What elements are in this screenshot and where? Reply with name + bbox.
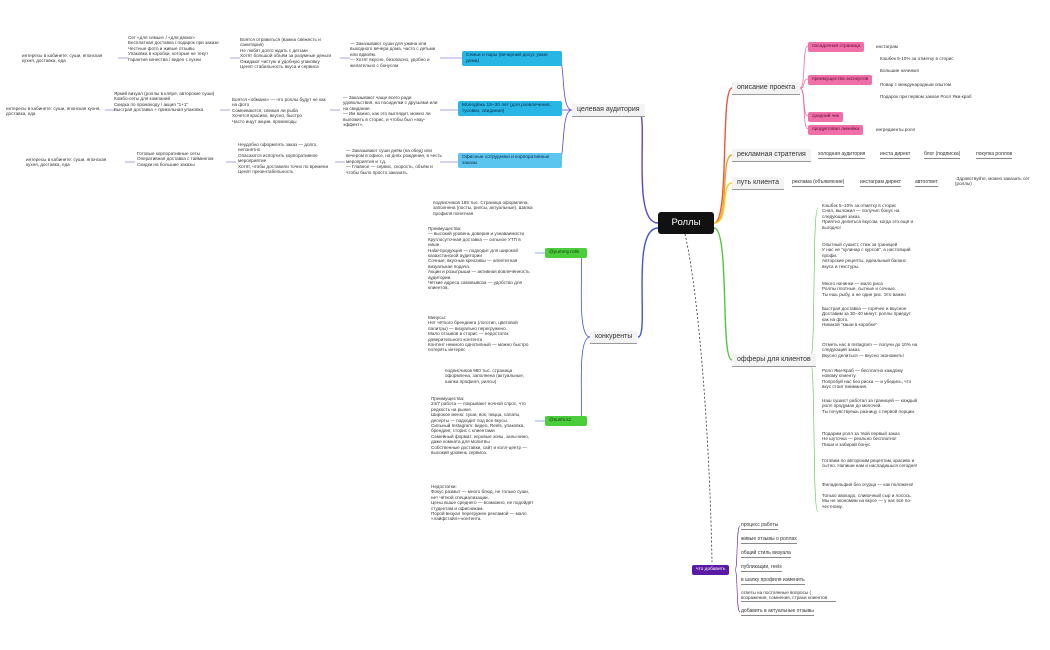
competitor-box-yummy[interactable]: @yummy.rolls bbox=[545, 248, 587, 258]
competitor-sushi-cons: Недостатки: Фокус размыт — много блюд, н… bbox=[431, 484, 534, 522]
path-step-1: реклама (объявление) bbox=[792, 179, 845, 187]
project-tag-landing[interactable]: посадочная страница bbox=[808, 42, 865, 52]
todo-item-7: добавить в актуальные отзывы bbox=[741, 608, 814, 616]
audience-families-behavior: — Заказывают суши для ужина или выходног… bbox=[350, 41, 436, 68]
audience-box-youth[interactable]: Молодёжь 18–30 лет (для развлечения, тус… bbox=[458, 101, 562, 117]
audience-office-needs: Готовые корпоративные сеты Оперативная д… bbox=[137, 151, 214, 167]
offer-item-9: Готовим по авторским рецептам, красиво и… bbox=[822, 458, 918, 469]
project-advantage-1: Кэшбек 5-10% за отметку в сторис bbox=[880, 56, 954, 61]
ads-step-4: покупка роллов bbox=[976, 151, 1013, 159]
audience-box-families[interactable]: Семьи и пары (вечерний досуг, ужин дома) bbox=[462, 51, 562, 67]
audience-office-interests: интересы в кабинете: суши, японская кухн… bbox=[26, 157, 107, 168]
path-step-4: -Здравствуйте, можно заказать сет (роллы… bbox=[955, 176, 1030, 187]
competitor-yummy-cons: Минусы: Нет чёткого брендинга (логотип, … bbox=[428, 315, 529, 353]
root-node[interactable]: Роллы bbox=[658, 212, 714, 234]
todo-item-3: общий стиль визуала bbox=[741, 550, 791, 558]
audience-office-fears: Неудобно оформлять заказ — долго, непоня… bbox=[238, 142, 329, 175]
path-step-2: инстаграм директ bbox=[860, 179, 902, 187]
competitor-yummy-stats: подписчиков 165 тыс. Страница оформлена,… bbox=[433, 200, 533, 216]
todo-item-2: живые отзывы о роллах bbox=[741, 536, 797, 544]
project-product-line-value: ингредиенты ролл bbox=[876, 127, 916, 132]
audience-youth-interests: интересы в кабинете: суши, японская кухн… bbox=[6, 106, 101, 117]
audience-families-interests: интересы в кабинете: суши, японская кухн… bbox=[22, 53, 103, 64]
competitor-sushi-stats: подписчиков 960 тыс. страница оформлена,… bbox=[445, 368, 525, 384]
audience-youth-fears: Боятся «обмана» — что роллы будут не как… bbox=[232, 97, 326, 124]
offer-item-4: Быстрая доставка — горячее и вкусное Дос… bbox=[822, 306, 911, 328]
path-step-3: автоответ bbox=[915, 179, 938, 187]
offer-item-8: Подарим ролл за твой первый заказ Не шут… bbox=[822, 431, 900, 447]
branch-audience[interactable]: целевая аудитория bbox=[572, 104, 645, 117]
branch-path[interactable]: путь клиента bbox=[732, 177, 785, 190]
branch-project[interactable]: описание проекта bbox=[732, 82, 801, 95]
audience-youth-behavior: — Заказывают чаще всего ради удовольстви… bbox=[343, 95, 438, 128]
branch-todo[interactable]: что добавить bbox=[692, 565, 730, 575]
ads-step-3: блог (подписка) bbox=[924, 151, 961, 159]
todo-item-1: процесс работы bbox=[741, 522, 779, 530]
offer-item-2: Опытный сушист, стаж за границей У нас н… bbox=[822, 242, 911, 269]
audience-families-needs: Сет «для семьи» / «для двоих» Бесплатная… bbox=[128, 35, 219, 62]
project-advantage-2: Большие начинки! bbox=[880, 68, 919, 73]
offer-item-5: Отметь нас в Instagram — получи до 10% н… bbox=[822, 342, 918, 358]
competitor-box-sushi[interactable]: @sushi.kz bbox=[545, 416, 587, 426]
audience-office-behavior: — Заказывают суши днём (на обед) или веч… bbox=[346, 148, 442, 175]
offer-item-7: Наш сушист работал за границей — каждый … bbox=[822, 398, 918, 414]
project-advantage-3: Повар с международным опытом bbox=[880, 82, 952, 87]
project-tag-avg-check[interactable]: средний чек bbox=[808, 112, 844, 122]
offer-item-6: Ролл Яки-Краб — бесплатно каждому новому… bbox=[822, 368, 912, 390]
project-tag-product-line[interactable]: продуктовая линейка bbox=[808, 125, 864, 135]
branch-ads[interactable]: рекламная стратегия bbox=[732, 149, 811, 162]
audience-box-office[interactable]: Офисные сотрудники и корпоративные заказ… bbox=[458, 153, 562, 169]
project-advantage-4: Подарок при первом заказе Ролл Яки-краб bbox=[880, 94, 972, 99]
ads-step-1: холодная аудитория bbox=[818, 151, 866, 159]
branch-offers[interactable]: офферы для клиентов bbox=[732, 354, 816, 367]
offer-item-3: Много начинки — мало риса Роллы плотные,… bbox=[822, 281, 906, 297]
offer-item-11: Только авокадо, сливочный сыр и лосось. … bbox=[822, 493, 912, 509]
branch-competitors[interactable]: конкуренты bbox=[590, 331, 638, 344]
competitor-yummy-pros: Преимущества: — высокий уровень доверия … bbox=[428, 226, 530, 291]
audience-youth-needs: Яркий визуал (роллы в кляре, авторские с… bbox=[114, 91, 215, 113]
offer-item-10: Филадельфия без огурца — как положено! bbox=[822, 482, 914, 487]
todo-item-5: в шапку профиля изменить bbox=[741, 577, 805, 585]
competitor-sushi-pros: Преимущества: 24/7 работа — покрывают но… bbox=[431, 396, 530, 456]
project-tag-advantages[interactable]: преимущества экспертов bbox=[808, 75, 873, 85]
todo-item-6: ответы на постоянные вопросы ( возражени… bbox=[741, 590, 836, 602]
offer-item-1: Кэшбэк 5–10% за отметку в сторис Снял, в… bbox=[822, 203, 914, 230]
project-landing-value: инстаграм bbox=[876, 44, 898, 49]
ads-step-2: инста директ bbox=[880, 151, 911, 159]
todo-item-4: публикации, reels bbox=[741, 564, 782, 572]
audience-families-fears: Боятся отравиться (важна свежесть и сани… bbox=[240, 37, 332, 70]
